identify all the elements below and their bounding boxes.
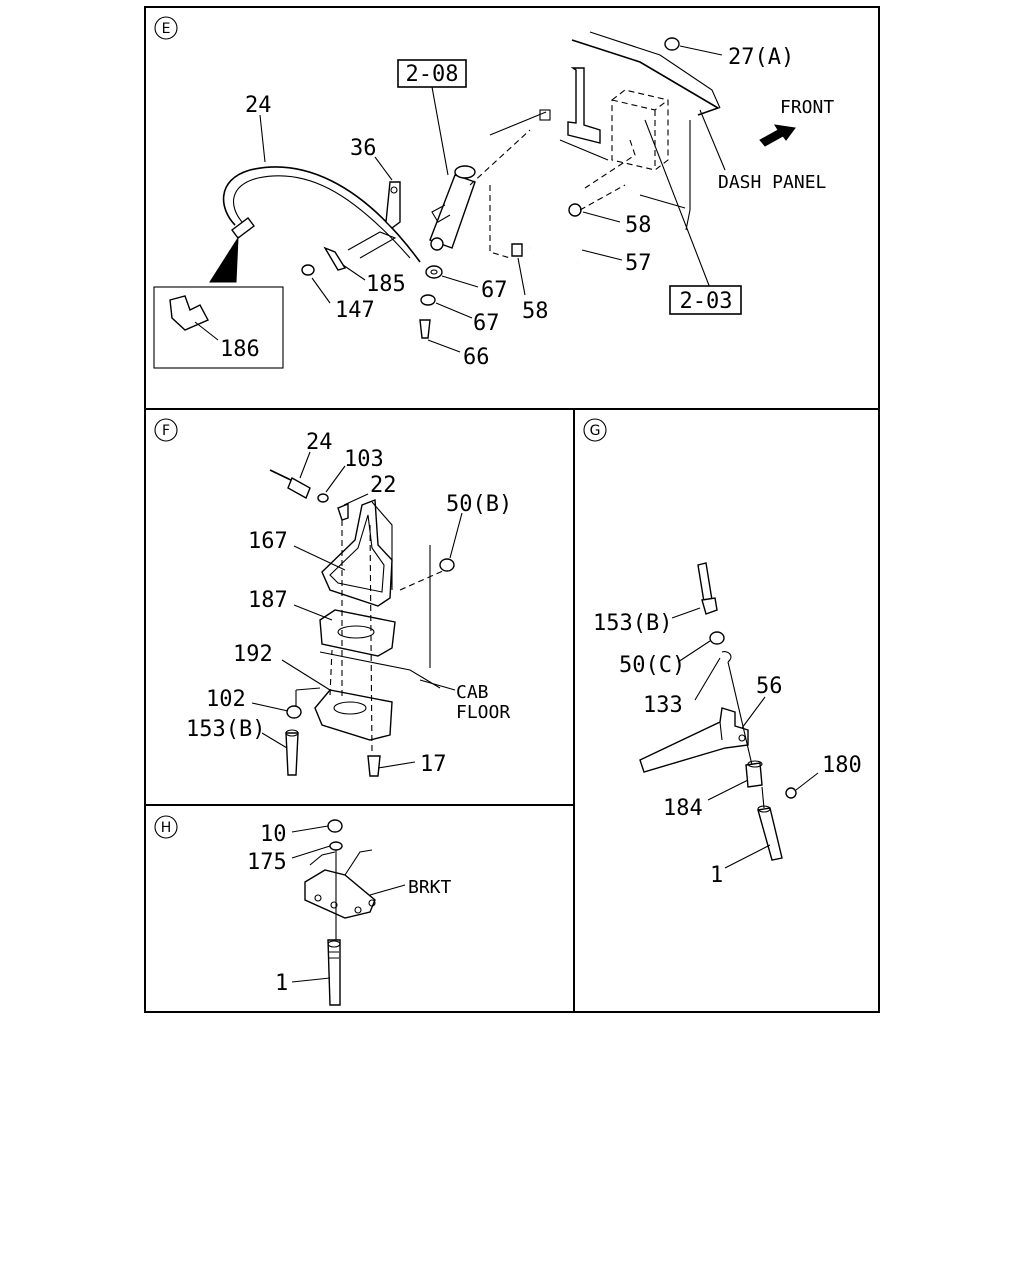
label-10: 10 xyxy=(260,822,287,847)
nut-147 xyxy=(301,264,315,276)
label-56: 56 xyxy=(756,674,783,699)
ref-box-2-08: 2-08 xyxy=(397,59,467,88)
section-g-guidelines xyxy=(727,661,765,809)
label-103: 103 xyxy=(344,447,384,472)
cab-floor xyxy=(319,545,446,696)
plate-192 xyxy=(314,689,393,741)
section-e-guidelines xyxy=(469,129,626,259)
label-57: 57 xyxy=(625,251,652,276)
label-brkt: BRKT xyxy=(408,877,452,898)
label-133: 133 xyxy=(643,693,683,718)
master-cylinder xyxy=(347,165,476,259)
label-180: 180 xyxy=(822,753,862,778)
nut-102 xyxy=(286,705,302,719)
ref-box-2-03: 2-03 xyxy=(669,285,742,315)
nut-50b xyxy=(439,558,455,572)
label-167: 167 xyxy=(248,529,288,554)
label-dash-panel: DASH PANEL xyxy=(718,172,827,193)
label-186: 186 xyxy=(220,337,260,362)
section-g-leaders xyxy=(671,607,819,869)
bolt-17 xyxy=(367,755,381,777)
section-g: G xyxy=(583,418,862,888)
nut-27a xyxy=(664,37,680,51)
joint-184 xyxy=(745,760,763,788)
label-192: 192 xyxy=(233,642,273,667)
pipe-57 xyxy=(528,232,580,263)
bracket-brkt xyxy=(304,849,376,919)
svg-text:H: H xyxy=(161,820,172,836)
label-153b: 153(B) xyxy=(186,717,265,742)
pin-185 xyxy=(323,246,347,271)
label-cab: CAB xyxy=(456,682,489,703)
nut-50c xyxy=(709,631,725,645)
label-184: 184 xyxy=(663,796,703,821)
washer-67b xyxy=(420,294,436,306)
label-185: 185 xyxy=(366,272,406,297)
label-1: 1 xyxy=(710,863,723,888)
label-27a: 27(A) xyxy=(728,45,794,70)
label-50b: 50(B) xyxy=(446,492,512,517)
svg-text:F: F xyxy=(162,423,170,439)
label-24: 24 xyxy=(306,430,333,455)
section-h: H xyxy=(154,815,452,1006)
nut-180 xyxy=(785,787,797,799)
dash-panel xyxy=(489,31,721,231)
label-66: 66 xyxy=(463,345,490,370)
section-f-guidelines xyxy=(295,520,373,753)
section-marker-f: F xyxy=(154,418,178,442)
label-147: 147 xyxy=(335,298,375,323)
label-22: 22 xyxy=(370,473,397,498)
label-102: 102 xyxy=(206,687,246,712)
pedal-plate-167 xyxy=(321,499,393,607)
label-58a: 58 xyxy=(625,213,652,238)
bracket-36 xyxy=(385,181,401,229)
label-67a: 67 xyxy=(481,278,508,303)
section-f: F xyxy=(154,418,512,777)
boot-187 xyxy=(319,609,396,657)
cable-end-24 xyxy=(269,469,311,499)
label-175: 175 xyxy=(247,850,287,875)
clamp-58b xyxy=(511,243,523,257)
label-1: 1 xyxy=(275,971,288,996)
washer-67a xyxy=(425,265,443,279)
section-marker-e: E xyxy=(154,16,178,40)
section-e: E xyxy=(153,16,834,370)
label-58b: 58 xyxy=(522,299,549,324)
label-24: 24 xyxy=(245,93,272,118)
label-floor: FLOOR xyxy=(456,702,510,723)
cable-24 xyxy=(209,166,421,283)
label-17: 17 xyxy=(420,752,447,777)
nut-10 xyxy=(327,819,343,833)
section-marker-g: G xyxy=(583,418,607,442)
rod-153b xyxy=(697,562,718,615)
rod-1 xyxy=(327,939,341,1006)
section-h-leaders xyxy=(291,825,406,983)
clip-133 xyxy=(721,651,732,663)
svg-text:2-03: 2-03 xyxy=(680,289,733,314)
svg-text:G: G xyxy=(590,423,601,439)
arrow-right-icon xyxy=(759,124,796,147)
clamp-58a xyxy=(568,203,582,217)
clip-103 xyxy=(317,493,329,503)
svg-text:2-08: 2-08 xyxy=(406,62,459,87)
washer-175 xyxy=(329,841,343,851)
diagram-frames xyxy=(144,6,880,1013)
label-153b: 153(B) xyxy=(593,611,672,636)
label-67b: 67 xyxy=(473,311,500,336)
section-e-leaders xyxy=(194,45,726,353)
label-50c: 50(C) xyxy=(619,653,685,678)
pin-22 xyxy=(337,502,349,521)
label-front: FRONT xyxy=(780,97,834,118)
bolt-66 xyxy=(419,319,431,339)
svg-text:E: E xyxy=(162,21,171,37)
section-f-leaders xyxy=(251,451,463,769)
inset-186 xyxy=(153,286,284,369)
label-36: 36 xyxy=(350,136,377,161)
section-marker-h: H xyxy=(154,815,178,839)
lever-56 xyxy=(639,707,749,773)
rod-1 xyxy=(757,805,783,861)
label-187: 187 xyxy=(248,588,288,613)
rod-153b xyxy=(285,729,299,776)
